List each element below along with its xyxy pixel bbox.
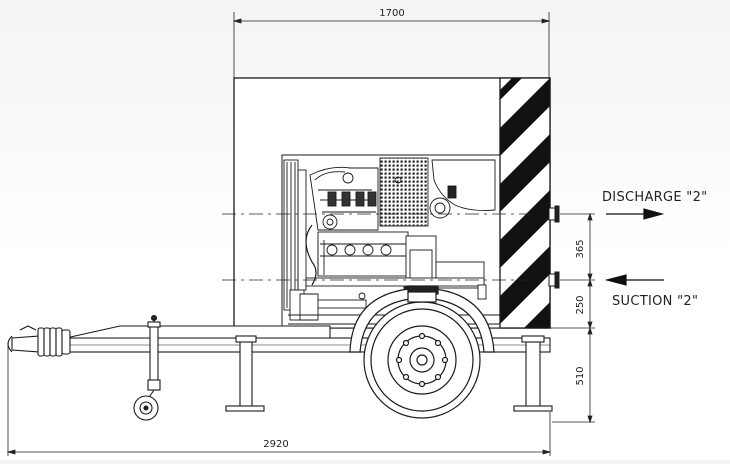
dimension-frame-height: 510 <box>575 366 586 385</box>
discharge-port <box>548 205 560 223</box>
dimension-discharge-suction: 365 <box>575 239 586 258</box>
dimension-suction-frame: 250 <box>575 295 586 314</box>
vertical-dimension-chain <box>587 212 593 424</box>
dimension-length <box>6 345 552 456</box>
suction-arrow <box>604 274 664 286</box>
suction-port <box>548 271 560 289</box>
dimension-length-label: 2920 <box>263 439 288 450</box>
suction-label: SUCTION "2" <box>612 294 698 309</box>
engine-assembly <box>283 157 500 325</box>
road-wheel <box>349 285 495 419</box>
discharge-arrow <box>606 208 665 220</box>
hazard-stripes <box>500 78 550 328</box>
dimension-width <box>232 12 551 80</box>
stripe-panel-frame <box>499 77 551 329</box>
jockey-wheel <box>133 314 161 421</box>
discharge-label: DISCHARGE "2" <box>602 190 707 205</box>
dimension-width-label: 1700 <box>379 8 404 19</box>
front-stabiliser-leg <box>225 335 265 412</box>
reference-lines <box>222 213 595 423</box>
rear-stabiliser-leg <box>513 335 553 412</box>
